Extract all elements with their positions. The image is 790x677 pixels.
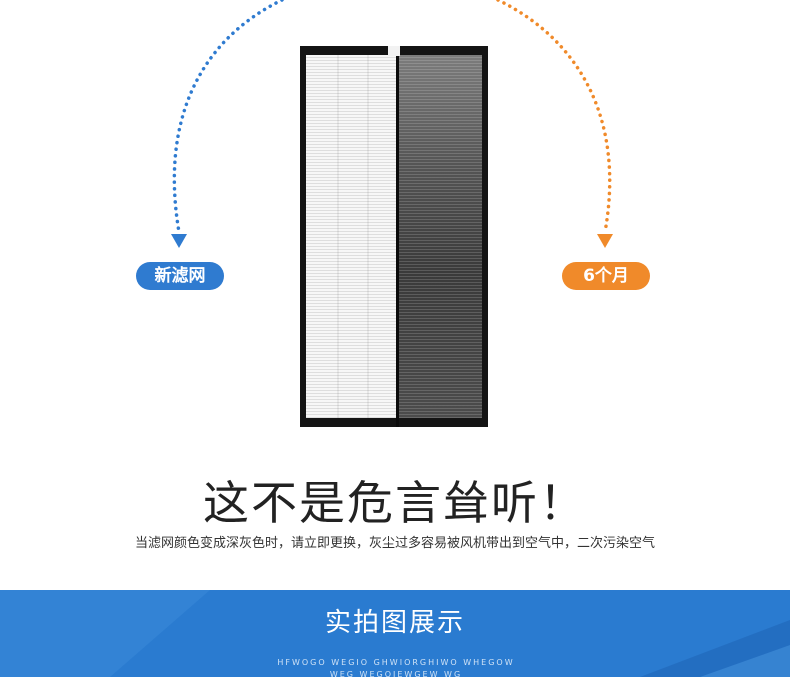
orange-arrow-head (597, 234, 613, 248)
comparison-arrows (171, 0, 613, 248)
filter-photo (300, 46, 488, 427)
banner-shape-right-light (700, 645, 790, 677)
banner-title: 实拍图展示 (324, 608, 465, 638)
banner-decoration (0, 590, 790, 677)
photo-display-banner: 实拍图展示 HFWOGO WEGIO GHWIORGHIWO WHEGOW WE… (0, 590, 790, 677)
six-month-filter-badge: 6个月 (562, 262, 650, 290)
banner-english-subtitle: HFWOGO WEGIO GHWIORGHIWO WHEGOW WEG WEGO… (277, 658, 515, 677)
description-text: 当滤网颜色变成深灰色时，请立即更换，灰尘过多容易被风机带出到空气中，二次污染空气 (134, 536, 655, 551)
dirty-filter-half (398, 55, 482, 418)
filter-comparison-section: 新滤网 6个月 (136, 0, 650, 427)
new-filter-badge: 新滤网 (136, 262, 224, 290)
blue-arrow-head (171, 234, 187, 248)
orange-dotted-arrow-line (496, 0, 612, 234)
clean-filter-half (306, 55, 398, 418)
blue-dotted-arrow-line (172, 0, 284, 234)
banner-shape-left (0, 590, 210, 677)
headline: 这不是危言耸听！ (203, 476, 587, 530)
filter-divider (396, 46, 399, 427)
filter-clip (388, 46, 400, 56)
